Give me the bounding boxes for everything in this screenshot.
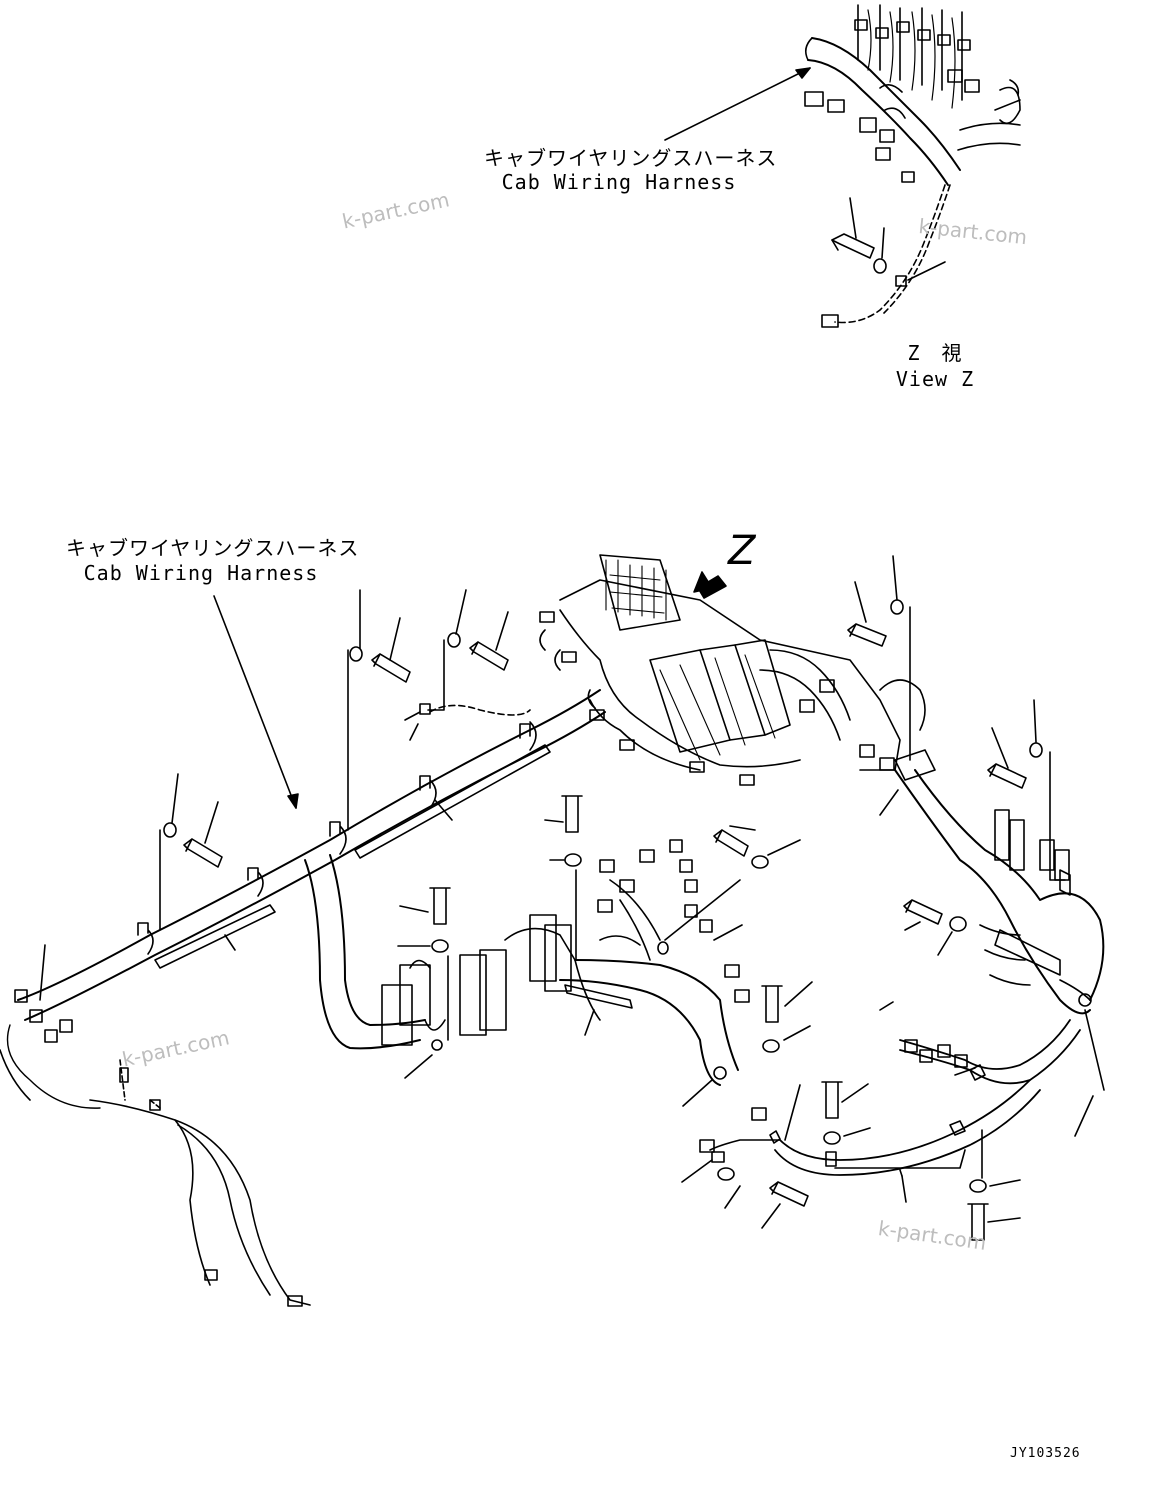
bolt-icon: [561, 795, 583, 833]
view-z-label-jp: Z 視: [907, 341, 963, 365]
washer-icon: [823, 1131, 841, 1145]
washer-icon: [969, 1179, 987, 1193]
z-marker: Z: [728, 528, 756, 574]
bolt-icon: [713, 829, 749, 857]
bolt-icon: [831, 233, 887, 274]
view-z-arrow: [693, 571, 727, 599]
washer-icon: [890, 599, 904, 615]
bolt-icon: [761, 985, 783, 1023]
bolt-icon: [371, 653, 411, 683]
bolt-icon: [469, 641, 509, 671]
washer-icon: [431, 939, 449, 953]
washer-icon: [564, 853, 582, 867]
washer-icon: [751, 855, 769, 869]
washer-icon: [949, 916, 967, 932]
bolt-icon: [903, 899, 943, 925]
main-assembly: [0, 554, 1105, 1307]
view-z-detail: [664, 4, 1021, 328]
bolt-icon: [847, 623, 887, 647]
bolt-icon: [967, 1203, 989, 1241]
washer-icon: [717, 1167, 735, 1181]
washer-icon: [163, 822, 177, 838]
bolt-icon: [987, 763, 1027, 789]
washer-icon: [447, 632, 461, 648]
washer-icon: [349, 646, 363, 662]
bolt-icon: [183, 838, 223, 868]
drawing-code: JY103526: [1010, 1446, 1081, 1461]
washer-icon: [1029, 742, 1043, 758]
bolt-icon: [821, 1081, 843, 1119]
mid-harness-label-jp: キャブワイヤリングスハーネス: [66, 536, 360, 560]
top-harness-label-jp: キャブワイヤリングスハーネス: [484, 146, 778, 170]
top-harness-label-en: Cab Wiring Harness: [501, 170, 737, 194]
view-z-label-en: View Z: [895, 367, 975, 391]
bolt-icon: [429, 887, 451, 925]
bolt-icon: [769, 1181, 809, 1207]
washer-icon: [762, 1039, 780, 1053]
mid-harness-label-en: Cab Wiring Harness: [83, 561, 319, 585]
fasteners: [159, 555, 1105, 1241]
